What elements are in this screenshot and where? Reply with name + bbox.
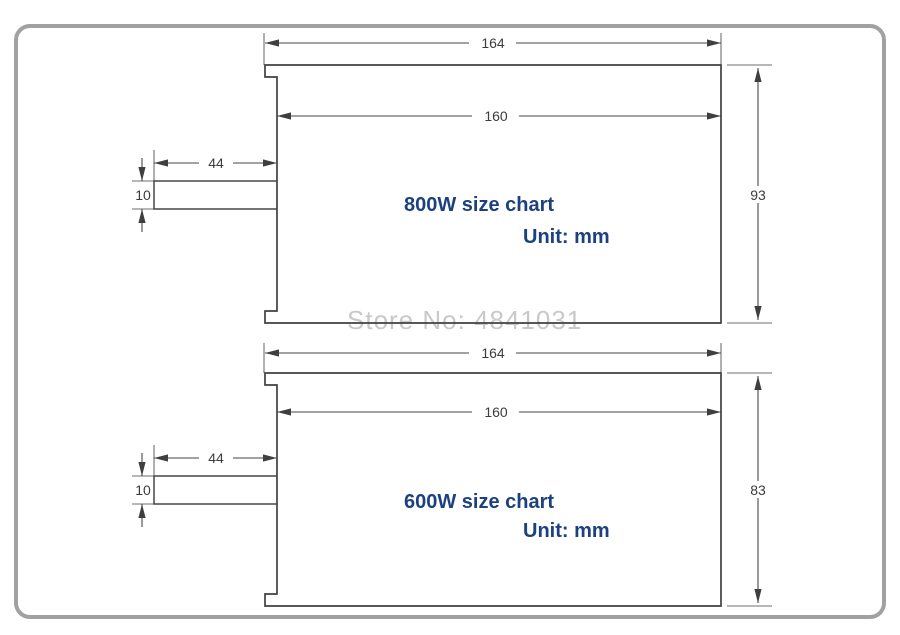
dim-label-height-800w: 93 xyxy=(750,187,766,203)
dim-label-bg xyxy=(743,186,774,203)
extension-lines-800w xyxy=(132,33,772,324)
dim-label-tab-thickness-800w: 10 xyxy=(135,187,151,203)
dim-label-overall-width-800w: 164 xyxy=(481,35,505,51)
dim-label-tab-length-800w: 44 xyxy=(208,155,224,171)
drawing-title-600w: 600W size chart xyxy=(404,491,554,513)
dim-label-tab-length-600w: 44 xyxy=(208,450,224,466)
drawing-title-800w: 800W size chart xyxy=(404,194,554,216)
drawing-600w: 164 160 83 44 10 600W size chart Unit: m… xyxy=(132,343,774,607)
dim-label-body-width-800w: 160 xyxy=(484,108,508,124)
dim-label-bg xyxy=(472,404,519,420)
dim-label-body-width-600w: 160 xyxy=(484,404,508,420)
dim-label-bg xyxy=(472,108,519,124)
dim-label-bg xyxy=(743,481,774,498)
extension-lines-600w xyxy=(132,343,772,607)
dim-label-overall-width-600w: 164 xyxy=(481,345,505,361)
unit-label-600w: Unit: mm xyxy=(523,520,610,542)
dim-label-bg xyxy=(199,450,233,466)
dim-label-height-600w: 83 xyxy=(750,482,766,498)
mounting-tab-600w xyxy=(153,475,277,505)
unit-label-800w: Unit: mm xyxy=(523,226,610,248)
dim-label-tab-thickness-600w: 10 xyxy=(135,482,151,498)
watermark-text: Store No: 4841031 xyxy=(347,305,582,335)
mounting-tab-800w xyxy=(153,180,277,210)
body-outline-800w xyxy=(264,64,722,324)
dim-label-bg xyxy=(469,35,516,51)
body-outline-600w xyxy=(264,372,722,607)
rounded-border-frame xyxy=(14,24,886,619)
dim-label-bg xyxy=(199,155,233,171)
drawing-800w: 164 160 93 44 10 800W size chart Unit: m… xyxy=(132,33,774,324)
dim-label-bg xyxy=(469,345,516,361)
